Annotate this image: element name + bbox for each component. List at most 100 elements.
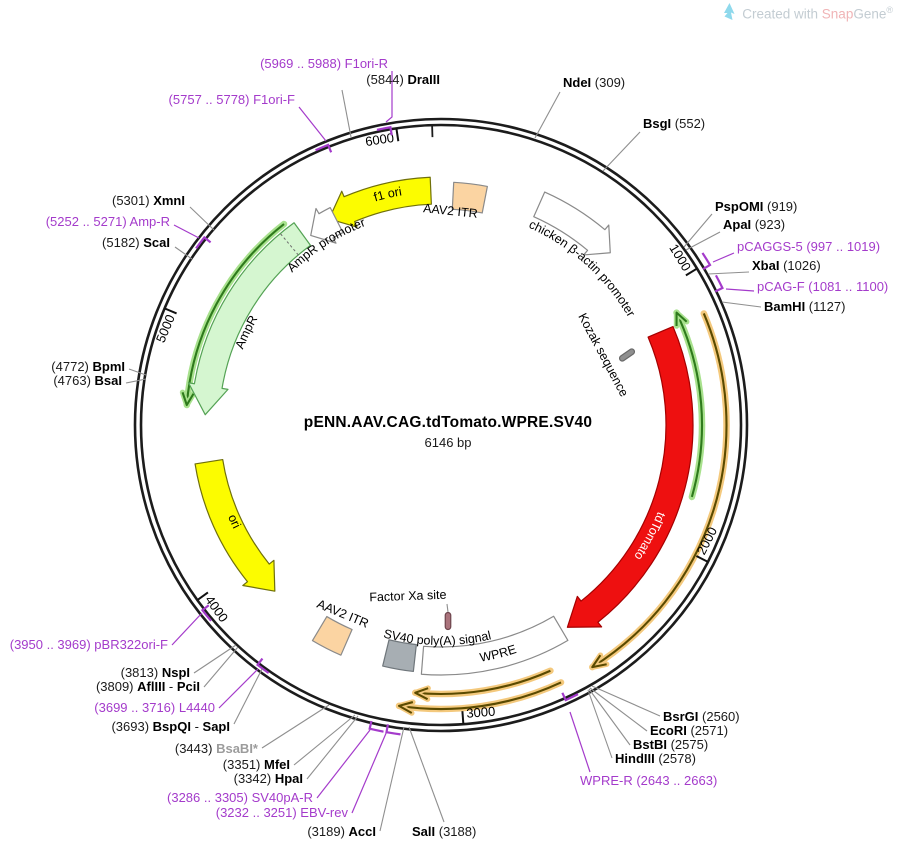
bamhi-label[interactable]: BamHI (1127) — [764, 299, 845, 314]
site-wpre-r[interactable]: WPRE-R (2643 .. 2663) — [561, 692, 717, 788]
pspomi-label[interactable]: PspOMI (919) — [715, 199, 797, 214]
site-apai[interactable]: ApaI (923) — [685, 217, 785, 251]
site-draiii[interactable]: (5844) DraIII — [341, 72, 440, 138]
bsabi-label[interactable]: (3443) BsaBI* — [175, 741, 259, 756]
site-bamhi[interactable]: BamHI (1127) — [721, 299, 845, 314]
f1-ori-label[interactable]: f1 ori — [372, 184, 403, 204]
apai-label[interactable]: ApaI (923) — [723, 217, 785, 232]
ebv-rev-label[interactable]: (3232 .. 3251) EBV-rev — [216, 805, 349, 820]
feature-f1-ori[interactable]: f1 ori — [328, 176, 432, 228]
aav2-itr-5prime-shape[interactable] — [451, 181, 488, 214]
site-mfei[interactable]: (3351) MfeI — [223, 714, 356, 772]
site-hindiii[interactable]: HindIII (2578) — [587, 689, 696, 766]
site-bsabi[interactable]: (3443) BsaBI* — [175, 704, 330, 756]
cba-promoter-shape[interactable] — [533, 191, 611, 256]
ampr-promoter-shape[interactable] — [310, 206, 344, 244]
feature-cba-promoter[interactable]: chicken β-actin promoter — [527, 191, 638, 319]
site-ecori[interactable]: EcoRI (2571) — [589, 687, 728, 738]
f1-ori-shape[interactable] — [328, 176, 432, 228]
hpai-label[interactable]: (3342) HpaI — [234, 771, 303, 786]
scai-label[interactable]: (5182) ScaI — [102, 235, 170, 250]
xbai-label[interactable]: XbaI (1026) — [752, 258, 821, 273]
pbr322ori-f-label[interactable]: (3950 .. 3969) pBR322ori-F — [10, 637, 168, 652]
site-f1ori-f[interactable]: (5757 .. 5778) F1ori-F — [169, 92, 333, 153]
sv40-polya-shape[interactable] — [382, 639, 417, 673]
feature-aav2-itr-5prime[interactable]: AAV2 ITR — [423, 181, 488, 221]
f1ori-f-label[interactable]: (5757 .. 5778) F1ori-F — [169, 92, 296, 107]
sv40pa-r-label[interactable]: (3286 .. 3305) SV40pA-R — [167, 790, 313, 805]
site-pspomi[interactable]: PspOMI (919) — [683, 199, 797, 248]
tdtomato-shape[interactable] — [566, 325, 694, 628]
feature-kozak[interactable]: Kozak sequence — [575, 311, 636, 399]
bstbi-label[interactable]: BstBI (2575) — [633, 737, 708, 752]
site-bstbi[interactable]: BstBI (2575) — [588, 688, 708, 752]
site-bspqi-sapi[interactable]: (3693) BspQI - SapI — [111, 668, 263, 734]
l4440-primer-mark — [256, 657, 270, 674]
sali-label[interactable]: SalI (3188) — [412, 824, 476, 839]
ori-shape[interactable] — [194, 458, 276, 592]
ori-label[interactable]: ori — [225, 512, 243, 530]
factor-xa-site-marker[interactable] — [444, 611, 452, 631]
site-ndei[interactable]: NdeI (309) — [534, 75, 625, 139]
bpmi-label[interactable]: (4772) BpmI — [51, 359, 125, 374]
site-nspi[interactable]: (3813) NspI — [121, 644, 237, 680]
wpre-r-label[interactable]: WPRE-R (2643 .. 2663) — [580, 773, 717, 788]
factor-xa-site-label[interactable]: Factor Xa site — [369, 588, 447, 605]
feature-wpre[interactable]: WPRE — [420, 615, 569, 676]
feature-ori[interactable]: ori — [194, 458, 276, 592]
site-pcaggs-5[interactable]: pCAGGS-5 (997 .. 1019) — [701, 239, 880, 271]
site-bpmi[interactable]: (4772) BpmI — [51, 359, 147, 376]
bsabi-leader — [261, 704, 330, 749]
mfei-label[interactable]: (3351) MfeI — [223, 757, 290, 772]
bspqi-sapi-label[interactable]: (3693) BspQI - SapI — [111, 719, 230, 734]
site-xmni[interactable]: (5301) XmnI — [112, 193, 215, 231]
nspi-label[interactable]: (3813) NspI — [121, 665, 190, 680]
site-l4440[interactable]: (3699 .. 3716) L4440 — [94, 657, 270, 715]
orf-green-ampr-core — [185, 223, 285, 406]
ecori-label[interactable]: EcoRI (2571) — [650, 723, 728, 738]
site-bsai[interactable]: (4763) BsaI — [53, 373, 147, 388]
afliii-pcii-label[interactable]: (3809) AflIII - PciI — [96, 679, 200, 694]
site-sali[interactable]: SalI (3188) — [408, 726, 476, 839]
ndei-label[interactable]: NdeI (309) — [563, 75, 625, 90]
ampr-shape[interactable] — [187, 222, 312, 416]
bsai-label[interactable]: (4763) BsaI — [53, 373, 122, 388]
l4440-label[interactable]: (3699 .. 3716) L4440 — [94, 700, 215, 715]
tick-label-6000: 6000 — [364, 130, 395, 149]
amp-r-label[interactable]: (5252 .. 5271) Amp-R — [46, 214, 170, 229]
wpre-shape[interactable] — [420, 615, 569, 676]
site-pbr322ori-f[interactable]: (3950 .. 3969) pBR322ori-F — [10, 604, 212, 652]
orf-green-tdtomato — [673, 309, 706, 501]
orf-green-tdtomato-core — [675, 312, 704, 498]
site-afliii-pcii[interactable]: (3809) AflIII - PciI — [96, 646, 239, 694]
bsrgi-leader — [591, 685, 661, 717]
site-bsrgi[interactable]: BsrGI (2560) — [591, 685, 740, 724]
feature-tdtomato[interactable]: tdTomato — [566, 325, 694, 628]
site-acci[interactable]: (3189) AccI — [307, 726, 405, 839]
f1ori-r-label[interactable]: (5969 .. 5988) F1ori-R — [260, 56, 388, 71]
pcag-f-label[interactable]: pCAG-F (1081 .. 1100) — [757, 279, 888, 294]
aav2-itr-5prime-label[interactable]: AAV2 ITR — [423, 201, 479, 221]
pcaggs-5-label[interactable]: pCAGGS-5 (997 .. 1019) — [737, 239, 880, 254]
bsgi-label[interactable]: BsgI (552) — [643, 116, 705, 131]
site-pcag-f[interactable]: pCAG-F (1081 .. 1100) — [714, 274, 888, 294]
draiii-label[interactable]: (5844) DraIII — [366, 72, 440, 87]
site-amp-r[interactable]: (5252 .. 5271) Amp-R — [46, 214, 212, 249]
xmni-label[interactable]: (5301) XmnI — [112, 193, 185, 208]
tick-label-3000: 3000 — [466, 704, 496, 721]
site-f1ori-r[interactable]: (5969 .. 5988) F1ori-R — [260, 56, 393, 136]
kozak-marker[interactable] — [618, 348, 636, 362]
acci-label[interactable]: (3189) AccI — [307, 824, 376, 839]
bsrgi-label[interactable]: BsrGI (2560) — [663, 709, 740, 724]
feature-aav2-itr-3prime[interactable]: AAV2 ITR — [311, 597, 371, 656]
site-bsgi[interactable]: BsgI (552) — [602, 116, 705, 172]
hindiii-label[interactable]: HindIII (2578) — [615, 751, 696, 766]
aav2-itr-3prime-shape[interactable] — [311, 615, 353, 656]
sali-leader — [408, 726, 445, 823]
site-sv40pa-r[interactable]: (3286 .. 3305) SV40pA-R — [167, 720, 384, 805]
site-ebv-rev[interactable]: (3232 .. 3251) EBV-rev — [216, 724, 401, 820]
site-xbai[interactable]: XbaI (1026) — [707, 258, 821, 275]
feature-factor-xa-site[interactable]: Factor Xa site — [369, 588, 452, 631]
site-scai[interactable]: (5182) ScaI — [102, 235, 193, 260]
site-hpai[interactable]: (3342) HpaI — [234, 715, 359, 786]
